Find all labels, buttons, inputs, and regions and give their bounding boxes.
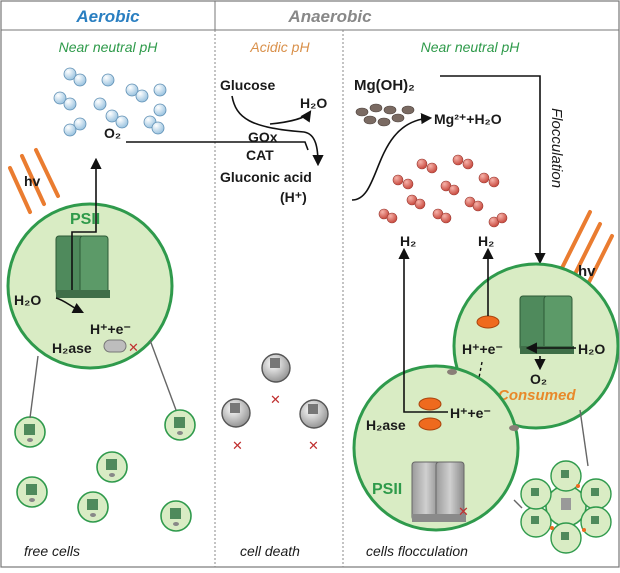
- zoom-line-right-b: [513, 499, 523, 509]
- arrow-to-h2o: [269, 110, 312, 125]
- label-gox: GOx: [248, 129, 278, 145]
- caption-left: free cells: [24, 543, 80, 559]
- free-cell: [160, 500, 192, 532]
- label-psii-left: PSII: [70, 211, 100, 228]
- psii-complex-left: [55, 235, 110, 298]
- light-arrows-right: [560, 210, 614, 286]
- o2-bubble: [73, 117, 87, 131]
- arrow-h2-release-a: [398, 247, 448, 413]
- label-cat: CAT: [246, 147, 274, 163]
- condition-middle: Acidic pH: [249, 39, 310, 55]
- psii-complex-right-upper: [519, 295, 574, 354]
- label-h2o-mid: H₂O: [300, 95, 327, 111]
- arrow-water-split-left: [55, 297, 85, 314]
- label-hv-right: hv: [578, 263, 596, 280]
- zoom-line-right-a: [579, 409, 589, 467]
- mg-particles: [355, 103, 415, 127]
- o2-bubble: [151, 121, 165, 135]
- o2-bubble: [125, 83, 139, 97]
- o2-bubble: [53, 91, 67, 105]
- o2-bubble: [63, 123, 77, 137]
- mg-bridge-a: [447, 369, 457, 375]
- free-cell: [164, 409, 196, 441]
- dead-cell: ✕: [261, 353, 291, 407]
- label-mg-product: Mg²⁺+H₂O: [434, 111, 502, 127]
- mg-bridge-b: [509, 425, 519, 431]
- label-gluconic-acid: Gluconic acid: [220, 169, 312, 185]
- label-consumed: Consumed: [498, 387, 576, 404]
- dead-cell: ✕: [299, 399, 329, 453]
- free-cell: [16, 476, 48, 508]
- zoom-line-left-a: [29, 355, 39, 419]
- header-anaerobic: Anaerobic: [287, 7, 372, 26]
- o2-bubble: [93, 97, 107, 111]
- label-h2ase-left: H₂ase: [52, 340, 92, 356]
- dead-cell: ✕: [221, 398, 251, 453]
- label-psii-right: PSII: [372, 481, 402, 498]
- dead-cells: ✕ ✕ ✕: [221, 353, 329, 453]
- arrow-electron-transfer: [470, 361, 483, 406]
- label-hplus-e-left: H⁺+e⁻: [90, 321, 131, 337]
- label-h2o-left: H₂O: [14, 292, 41, 308]
- label-hplus-mid: (H⁺): [280, 189, 307, 205]
- label-flocculation: Flocculation: [548, 108, 565, 188]
- inactive-mark-right: ✕: [458, 504, 469, 519]
- inactive-mark-left: ✕: [128, 340, 139, 355]
- caption-middle: cell death: [240, 543, 300, 559]
- free-cells: [14, 409, 196, 532]
- free-cell: [77, 491, 109, 523]
- o2-bubble: [105, 109, 119, 123]
- zoom-line-left-b: [149, 339, 177, 411]
- label-h2o-right: H₂O: [578, 341, 605, 357]
- o2-bubble: [73, 73, 87, 87]
- free-cell: [14, 416, 46, 448]
- label-glucose: Glucose: [220, 77, 275, 93]
- header-aerobic: Aerobic: [75, 7, 140, 26]
- o2-bubble: [135, 89, 149, 103]
- free-cell: [96, 451, 128, 483]
- svg-text:✕: ✕: [270, 392, 281, 407]
- label-h2-b: H₂: [478, 233, 494, 249]
- arrow-flocculation: [440, 75, 546, 265]
- label-o2: O₂: [104, 125, 121, 141]
- svg-text:✕: ✕: [232, 438, 243, 453]
- h2ase-inactive-left: [103, 339, 127, 353]
- h2-bubble-cluster: [378, 154, 508, 228]
- arrow-acid-neutralization: [351, 113, 433, 201]
- o2-bubble: [101, 73, 115, 87]
- o2-bubble: [63, 67, 77, 81]
- label-o2-right: O₂: [530, 371, 547, 387]
- o2-bubble: [153, 103, 167, 117]
- label-mgoh2: Mg(OH)₂: [354, 77, 415, 94]
- condition-right: Near neutral pH: [421, 39, 521, 55]
- svg-text:✕: ✕: [308, 438, 319, 453]
- o2-bubble-cluster: [53, 67, 167, 137]
- caption-right: cells flocculation: [366, 543, 468, 559]
- h2ase-active-lower-b: [418, 417, 442, 431]
- arrow-o2-to-gox: [126, 141, 309, 151]
- condition-left: Near neutral pH: [59, 39, 159, 55]
- o2-bubble: [63, 97, 77, 111]
- o2-bubble: [153, 83, 167, 97]
- label-hplus-e-right-bottom: H⁺+e⁻: [450, 405, 491, 421]
- flocculated-cluster: [520, 460, 612, 554]
- h2ase-active-upper: [476, 315, 500, 329]
- arrow-glucose-to-gluconic: [231, 95, 324, 167]
- label-h2ase-right: H₂ase: [366, 417, 406, 433]
- o2-bubble: [115, 115, 129, 129]
- psii-complex-right-inactive: [411, 461, 466, 522]
- arrow-o2-release: [71, 157, 102, 290]
- h2ase-active-lower-a: [418, 397, 442, 411]
- label-hv-left: hv: [24, 173, 41, 189]
- light-arrows-left: [8, 148, 60, 214]
- flocculated-cell-lower: [352, 364, 520, 532]
- label-h2-a: H₂: [400, 233, 416, 249]
- label-hplus-e-right-top: H⁺+e⁻: [462, 341, 503, 357]
